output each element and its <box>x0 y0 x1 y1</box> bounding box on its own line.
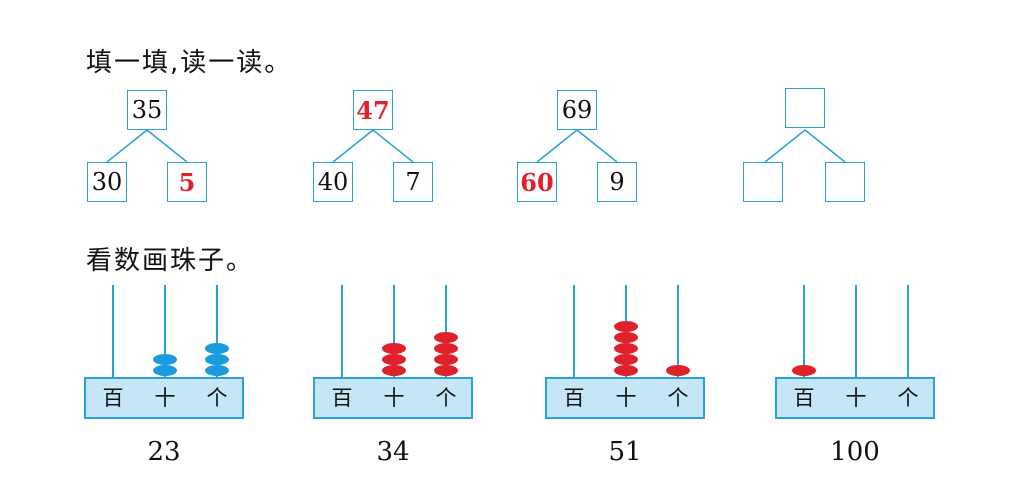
abacus-4-hundreds-bead <box>792 365 816 376</box>
abacus-1-ones-bead <box>205 354 229 365</box>
tree4-top-box[interactable] <box>785 88 825 128</box>
abacus-4-number: 100 <box>830 437 880 467</box>
tree1-left-box: 30 <box>87 162 127 202</box>
abacus-2-number: 34 <box>376 437 410 467</box>
abacus-3-tens-bead <box>614 321 638 332</box>
abacus-3-rod-ones <box>677 285 679 377</box>
tree3-left-box: 60 <box>517 162 557 202</box>
tree3-right-box: 9 <box>597 162 637 202</box>
abacus-2-ones-bead <box>434 365 458 376</box>
abacus-2-tens-bead <box>382 343 406 354</box>
abacus-3-rod-hundreds <box>573 285 575 377</box>
abacus-1-rod-tens <box>164 285 166 377</box>
abacus-3-base: 百十个 <box>545 377 705 419</box>
abacus-3-tens-bead <box>614 332 638 343</box>
abacus-3-label-tens: 十 <box>615 386 637 410</box>
abacus-4-base: 百十个 <box>775 377 935 419</box>
abacus-1-ones-bead <box>205 343 229 354</box>
abacus-4-label-ones: 个 <box>897 386 919 410</box>
abacus-2-ones-bead <box>434 332 458 343</box>
abacus-2-rod-hundreds <box>341 285 343 377</box>
abacus-3-label-hundreds: 百 <box>563 386 585 410</box>
abacus-4-label-tens: 十 <box>845 386 867 410</box>
abacus-2-base: 百十个 <box>313 377 473 419</box>
abacus-2-tens-bead <box>382 354 406 365</box>
abacus-3-tens-bead <box>614 343 638 354</box>
tree2-right-box: 7 <box>393 162 433 202</box>
abacus-2-label-ones: 个 <box>435 386 457 410</box>
section-title-draw-beads: 看数画珠子。 <box>86 246 255 276</box>
tree1-top-box: 35 <box>127 90 167 130</box>
abacus-2-rod-ones <box>445 285 447 377</box>
abacus-3-tens-bead <box>614 365 638 376</box>
abacus-1-label-ones: 个 <box>206 386 228 410</box>
abacus-2-rod-tens <box>393 285 395 377</box>
abacus-1-label-tens: 十 <box>154 386 176 410</box>
section-title-fill-read: 填一填,读一读。 <box>86 48 293 78</box>
abacus-3-ones-bead <box>666 365 690 376</box>
abacus-4-label-hundreds: 百 <box>793 386 815 410</box>
abacus-1-rod-hundreds <box>112 285 114 377</box>
abacus-3-label-ones: 个 <box>667 386 689 410</box>
abacus-1-base: 百十个 <box>84 377 244 419</box>
abacus-1-rod-ones <box>216 285 218 377</box>
abacus-1-number: 23 <box>147 437 181 467</box>
tree4-left-box[interactable] <box>743 162 783 202</box>
abacus-2-tens-bead <box>382 365 406 376</box>
abacus-1-ones-bead <box>205 365 229 376</box>
abacus-3-number: 51 <box>608 437 642 467</box>
abacus-2-ones-bead <box>434 354 458 365</box>
abacus-4-rod-hundreds <box>803 285 805 377</box>
tree3-top-box: 69 <box>557 90 597 130</box>
tree1-right-box: 5 <box>167 162 207 202</box>
abacus-1-tens-bead <box>153 354 177 365</box>
tree2-left-box: 40 <box>313 162 353 202</box>
abacus-2-label-tens: 十 <box>383 386 405 410</box>
abacus-4-rod-ones <box>907 285 909 377</box>
abacus-3-tens-bead <box>614 354 638 365</box>
abacus-1-tens-bead <box>153 365 177 376</box>
abacus-2-label-hundreds: 百 <box>331 386 353 410</box>
abacus-2-ones-bead <box>434 343 458 354</box>
abacus-1-label-hundreds: 百 <box>102 386 124 410</box>
tree4-right-box[interactable] <box>825 162 865 202</box>
abacus-4-rod-tens <box>855 285 857 377</box>
tree2-top-box: 47 <box>353 90 393 130</box>
